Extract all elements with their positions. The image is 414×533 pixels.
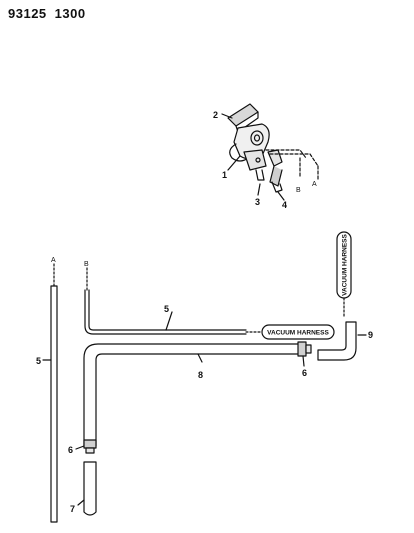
letter-a-left: A	[51, 257, 56, 264]
hose-b	[84, 267, 263, 335]
hose-main	[83, 343, 299, 447]
fitting-right	[297, 341, 312, 367]
callout-fitting-right: 6	[302, 368, 307, 378]
diagram-header: 93125 1300	[8, 6, 94, 21]
cap	[77, 461, 97, 516]
valve-assembly	[221, 103, 319, 201]
vacuum-harness-label-horizontal: VACUUM HARNESS	[267, 330, 329, 337]
callout-hose-left: 5	[36, 356, 41, 366]
hose-left	[42, 263, 58, 523]
elbow	[317, 321, 367, 361]
bracket	[227, 103, 259, 127]
callout-bracket: 2	[213, 110, 218, 120]
callout-elbow: 9	[368, 330, 373, 340]
connector-block	[243, 149, 267, 171]
sheet-code: 1300	[54, 6, 86, 21]
callout-connector: 3	[255, 197, 260, 207]
vacuum-harness-tag-horizontal	[261, 324, 335, 340]
callout-fitting-bottom: 6	[68, 445, 73, 455]
figure-code: 93125	[8, 6, 47, 21]
letter-a-top: A	[312, 181, 317, 188]
callout-valve: 1	[222, 170, 227, 180]
vacuum-harness-label-vertical: VACUUM HARNESS	[342, 234, 349, 296]
callout-end-fitting: 4	[282, 200, 287, 210]
end-fitting	[267, 149, 283, 167]
letter-b-top: B	[296, 187, 301, 194]
callout-cap: 7	[70, 504, 75, 514]
callout-hose-b: 5	[164, 304, 169, 314]
letter-b-left: B	[84, 261, 89, 268]
callout-hose-main: 8	[198, 370, 203, 380]
vacuum-harness-tag-vertical	[336, 231, 352, 299]
fitting-bottom	[75, 439, 97, 454]
